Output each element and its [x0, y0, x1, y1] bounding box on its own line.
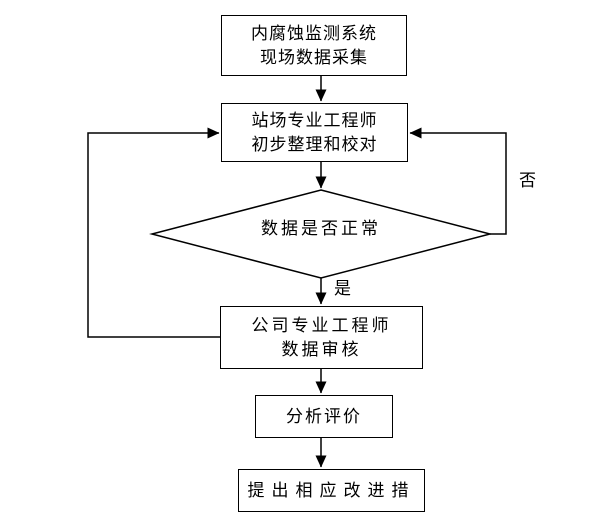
node-improvement-measures: 提出相应改进措	[238, 469, 425, 512]
node-analysis-evaluation: 分析评价	[255, 395, 393, 438]
node-analysis-evaluation-label: 分析评价	[286, 406, 362, 426]
node-field-data-collection: 内腐蚀监测系统 现场数据采集	[221, 15, 407, 76]
node-company-engineer-review-label: 公司专业工程师 数据审核	[251, 315, 392, 359]
node-station-engineer-check-label: 站场专业工程师 初步整理和校对	[251, 110, 378, 154]
node-station-engineer-check: 站场专业工程师 初步整理和校对	[221, 103, 408, 162]
node-data-normal-decision-label: 数据是否正常	[261, 219, 381, 238]
edge-label-yes: 是	[334, 279, 351, 298]
node-field-data-collection-label: 内腐蚀监测系统 现场数据采集	[251, 23, 377, 67]
node-improvement-measures-label: 提出相应改进措	[247, 480, 416, 500]
edge-label-no: 否	[519, 171, 536, 190]
node-company-engineer-review: 公司专业工程师 数据审核	[220, 306, 423, 369]
arrow-no-loop	[409, 127, 507, 235]
arrow-review-back-loop	[87, 127, 220, 338]
